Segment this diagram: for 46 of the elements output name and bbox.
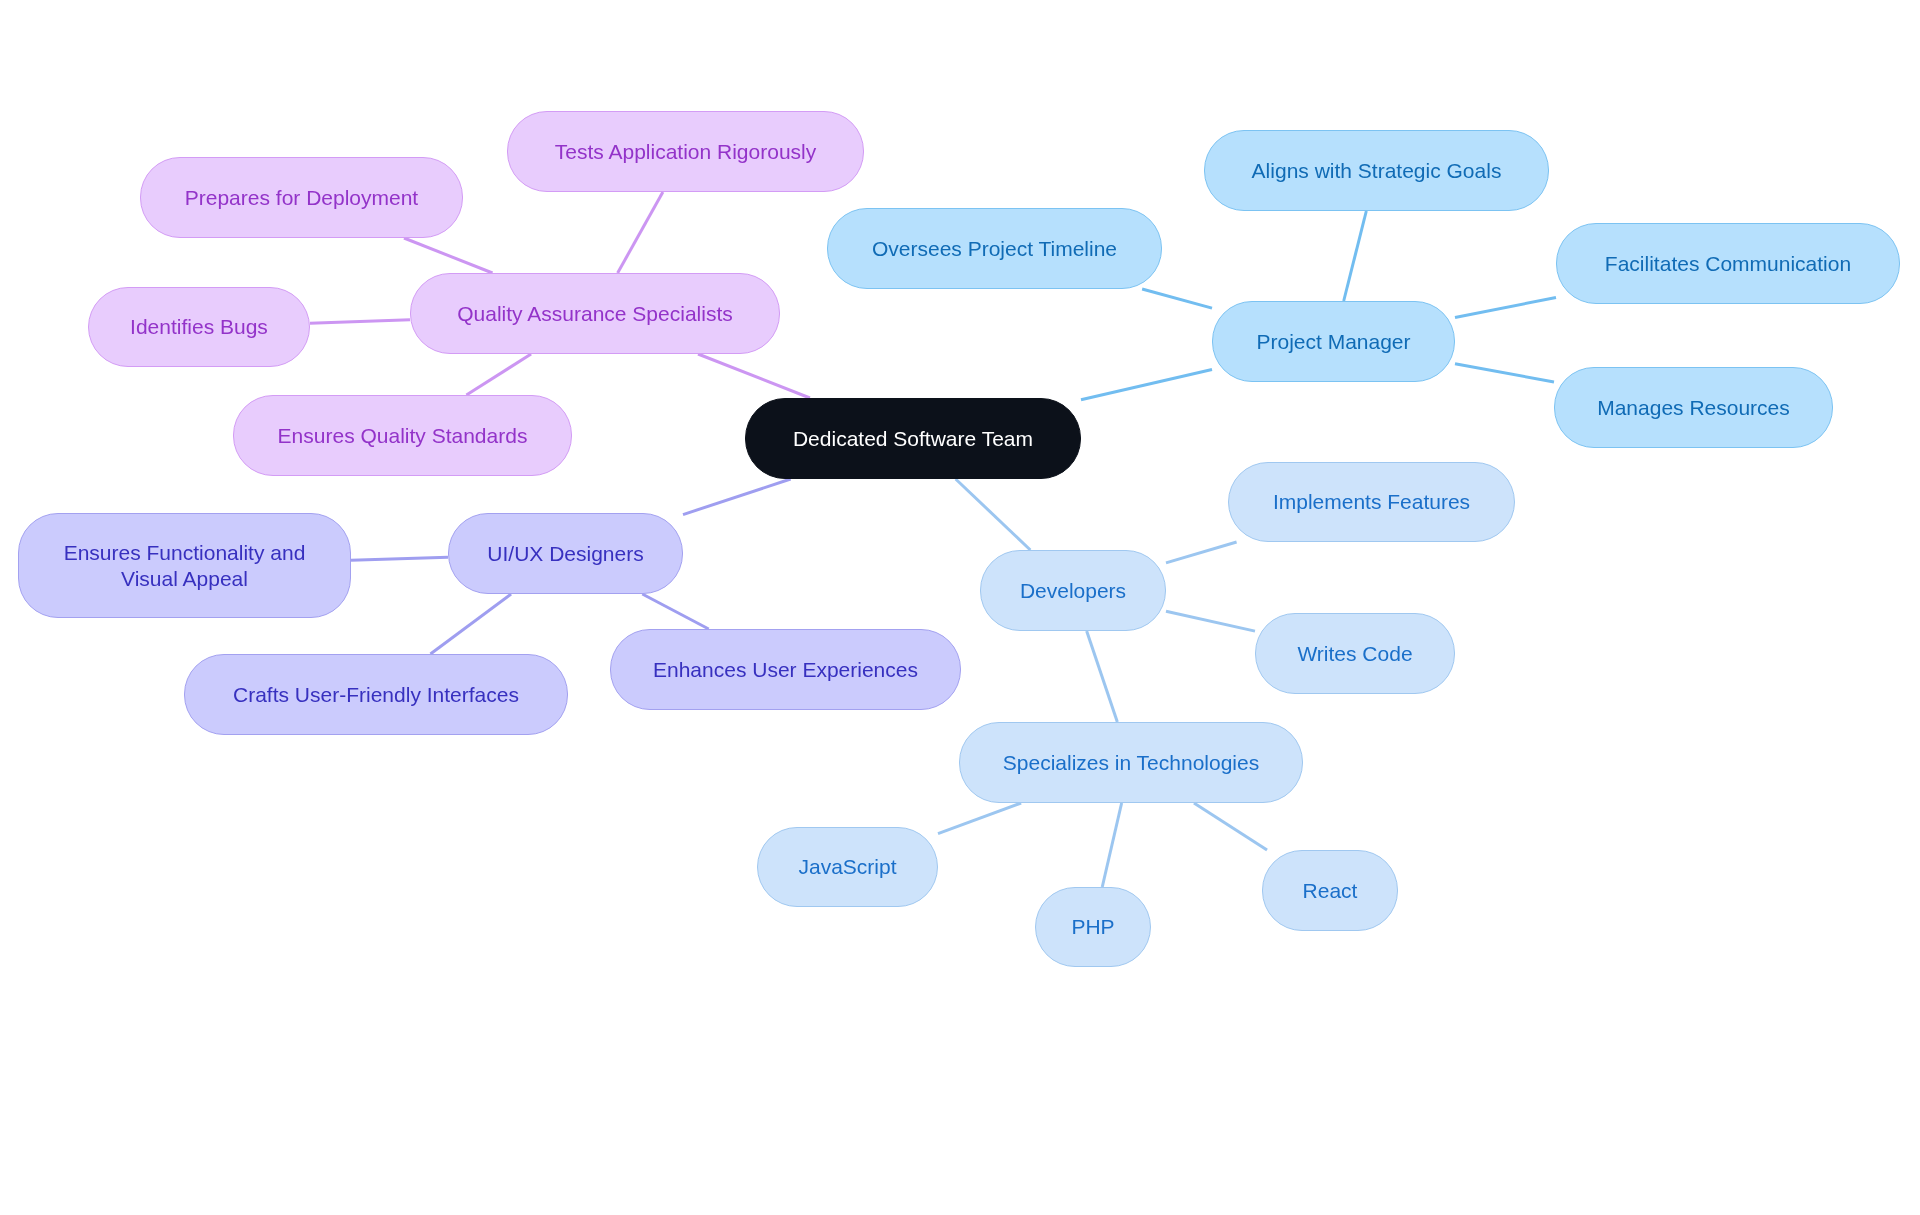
- connector-line: [1454, 362, 1555, 384]
- connector-line: [403, 236, 494, 275]
- connector-line: [1080, 368, 1213, 402]
- topic-label: Enhances User Experiences: [653, 656, 918, 683]
- connector-line: [682, 477, 792, 517]
- connector-line: [1454, 296, 1557, 319]
- topic-label: Manages Resources: [1597, 394, 1790, 421]
- connector-line: [465, 352, 532, 397]
- connector-line: [350, 555, 449, 562]
- topic-label: Writes Code: [1297, 640, 1413, 667]
- topic-label: React: [1302, 877, 1358, 904]
- topic-label: Ensures Functionality and Visual Appeal: [62, 540, 307, 591]
- topic-label: Identifies Bugs: [130, 314, 268, 340]
- topic-label: Dedicated Software Team: [792, 425, 1034, 452]
- topic-label: Facilitates Communication: [1604, 250, 1852, 277]
- topic-label: Project Manager: [1256, 328, 1411, 355]
- connector-line: [1141, 287, 1213, 310]
- connector-line: [697, 352, 811, 400]
- connector-line: [1165, 609, 1256, 633]
- connector-line: [1100, 802, 1124, 888]
- topic-label: PHP: [1071, 914, 1115, 940]
- topic-label: Prepares for Deployment: [184, 184, 419, 211]
- connector-line: [641, 592, 710, 631]
- topic-label: Quality Assurance Specialists: [457, 300, 733, 327]
- topic-box: [18, 513, 351, 618]
- connector-line: [954, 477, 1032, 552]
- connector-line: [937, 801, 1022, 836]
- connector-line: [309, 318, 411, 325]
- topic-label: Implements Features: [1272, 489, 1471, 515]
- topic-label: Developers: [1019, 577, 1127, 604]
- topic-label: Specializes in Technologies: [1002, 749, 1260, 776]
- topic-label: Ensures Quality Standards: [277, 422, 528, 449]
- topic-label: JavaScript: [798, 854, 897, 880]
- topic-label: UI/UX Designers: [487, 540, 644, 567]
- connector-line: [1193, 801, 1268, 852]
- topic-label: Oversees Project Timeline: [871, 235, 1118, 262]
- connector-line: [616, 191, 665, 274]
- connector-line: [1342, 210, 1368, 302]
- connector-line: [1165, 540, 1237, 565]
- topic-box: [1212, 301, 1455, 382]
- connector-line: [429, 592, 512, 656]
- topic-label: Crafts User-Friendly Interfaces: [233, 681, 519, 708]
- topic-label: Tests Application Rigorously: [554, 138, 817, 165]
- topic-label: Aligns with Strategic Goals: [1251, 157, 1502, 184]
- connector-line: [1085, 630, 1119, 723]
- topic-box: [980, 550, 1166, 631]
